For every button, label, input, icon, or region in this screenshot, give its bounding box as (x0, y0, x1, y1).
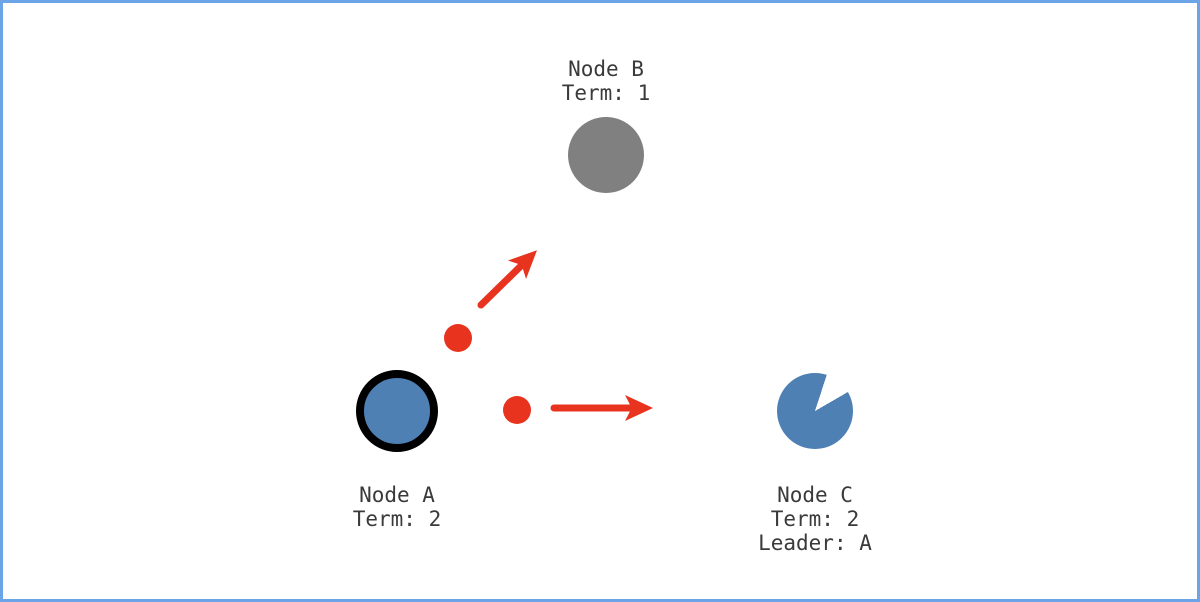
node-b-circle[interactable] (568, 117, 644, 193)
node-a-label-line-1: Node A (359, 483, 435, 507)
message-dot-a-to-b (444, 324, 472, 352)
node-a-label-line-2: Term: 2 (352, 507, 442, 531)
node-c-circle[interactable] (777, 373, 853, 449)
node-c-label-line-3: Leader: A (758, 531, 872, 555)
node-b-label-line-2: Term: 1 (561, 81, 651, 105)
node-c-label-line-2: Term: 2 (770, 507, 860, 531)
message-arrow-a-to-b (477, 250, 538, 309)
message-dot-a-to-c (503, 396, 531, 424)
node-c-label-line-1: Node C (777, 483, 853, 507)
node-a-circle[interactable] (356, 370, 438, 452)
node-b-label-line-1: Node B (568, 57, 644, 81)
